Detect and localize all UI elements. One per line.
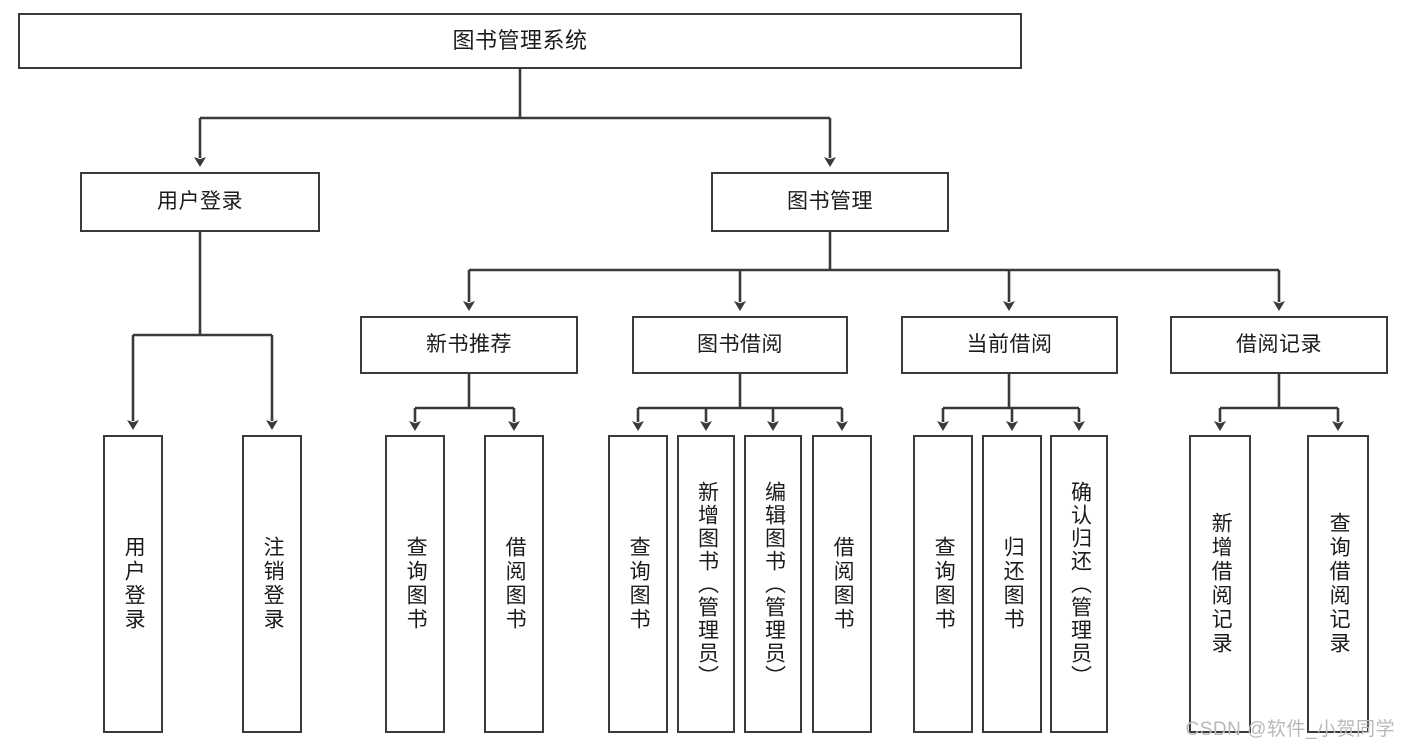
node-leaf-return-book-label: 归还图书 xyxy=(1001,536,1025,632)
node-leaf-user-login-label: 用户登录 xyxy=(122,536,146,632)
node-leaf-borrow-book-label: 借阅图书 xyxy=(831,536,855,632)
node-book-manage[interactable]: 图书管理 xyxy=(711,172,949,232)
node-leaf-query-loan-record[interactable]: 查询借阅记录 xyxy=(1307,435,1369,733)
node-leaf-add-loan-record-label: 新增借阅记录 xyxy=(1209,512,1233,656)
node-leaf-query-book-borrow-label: 查询图书 xyxy=(627,536,651,632)
node-book-manage-label: 图书管理 xyxy=(787,189,873,213)
node-leaf-return-book[interactable]: 归还图书 xyxy=(982,435,1042,733)
node-leaf-add-loan-record[interactable]: 新增借阅记录 xyxy=(1189,435,1251,733)
node-leaf-query-loan-record-label: 查询借阅记录 xyxy=(1327,512,1351,656)
node-current-loan[interactable]: 当前借阅 xyxy=(901,316,1118,374)
node-leaf-query-book-current-loan[interactable]: 查询图书 xyxy=(913,435,973,733)
node-loan-record[interactable]: 借阅记录 xyxy=(1170,316,1388,374)
node-leaf-confirm-return-label: 确认归还（管理员） xyxy=(1068,480,1092,688)
node-leaf-add-book[interactable]: 新增图书（管理员） xyxy=(677,435,735,733)
node-leaf-borrow-book-recommendation-label: 借阅图书 xyxy=(503,536,527,632)
node-book-borrow[interactable]: 图书借阅 xyxy=(632,316,848,374)
node-leaf-user-login[interactable]: 用户登录 xyxy=(103,435,163,733)
node-leaf-query-book-recommendation-label: 查询图书 xyxy=(404,536,428,632)
node-new-book-recommendation[interactable]: 新书推荐 xyxy=(360,316,578,374)
node-leaf-confirm-return[interactable]: 确认归还（管理员） xyxy=(1050,435,1108,733)
node-root-label: 图书管理系统 xyxy=(452,28,588,54)
node-leaf-add-book-label: 新增图书（管理员） xyxy=(695,480,719,688)
node-user-login[interactable]: 用户登录 xyxy=(80,172,320,232)
node-leaf-edit-book-label: 编辑图书（管理员） xyxy=(762,480,786,688)
node-current-loan-label: 当前借阅 xyxy=(966,332,1053,356)
node-new-book-recommendation-label: 新书推荐 xyxy=(426,332,512,356)
node-leaf-query-book-borrow[interactable]: 查询图书 xyxy=(608,435,668,733)
node-leaf-query-book-recommendation[interactable]: 查询图书 xyxy=(385,435,445,733)
node-leaf-query-book-current-loan-label: 查询图书 xyxy=(932,536,956,632)
node-leaf-borrow-book[interactable]: 借阅图书 xyxy=(812,435,872,733)
node-leaf-user-logout[interactable]: 注销登录 xyxy=(242,435,302,733)
node-leaf-user-logout-label: 注销登录 xyxy=(261,536,285,632)
node-leaf-borrow-book-recommendation[interactable]: 借阅图书 xyxy=(484,435,544,733)
node-root[interactable]: 图书管理系统 xyxy=(18,13,1022,69)
node-leaf-edit-book[interactable]: 编辑图书（管理员） xyxy=(744,435,802,733)
node-loan-record-label: 借阅记录 xyxy=(1236,332,1322,356)
node-book-borrow-label: 图书借阅 xyxy=(697,332,783,356)
node-user-login-label: 用户登录 xyxy=(157,189,243,213)
